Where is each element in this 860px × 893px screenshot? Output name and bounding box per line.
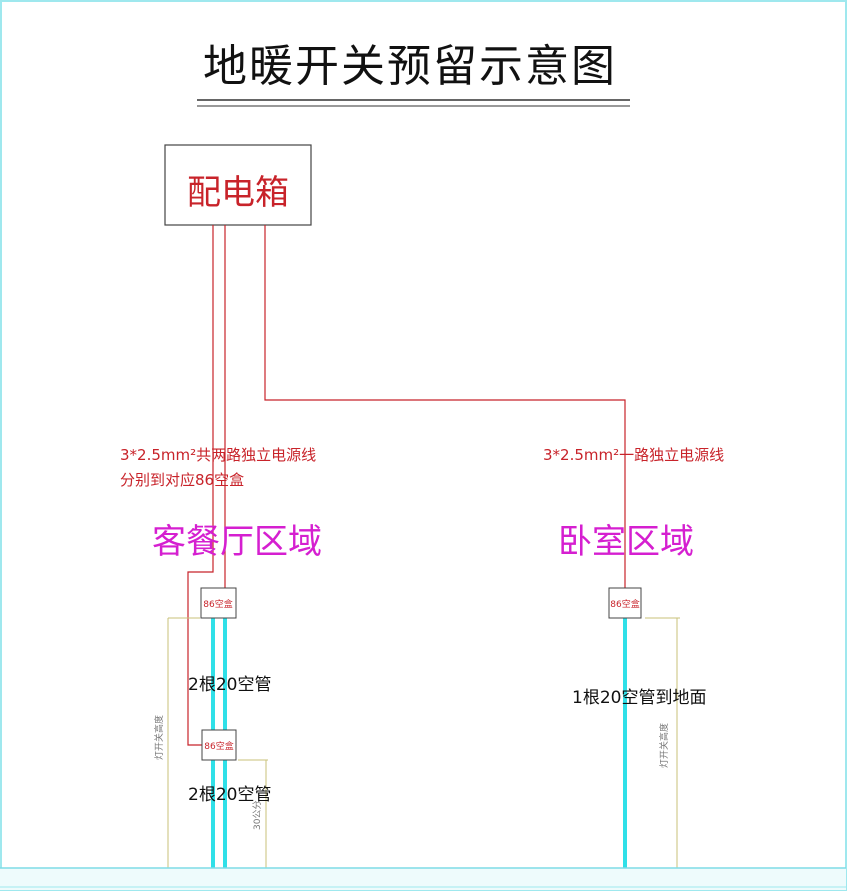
distribution-box — [164, 144, 312, 226]
box-living-lower — [201, 729, 237, 761]
conduits — [211, 618, 627, 868]
box-living-upper — [200, 587, 237, 619]
box-bedroom — [608, 587, 642, 619]
living-pipe-upper-label: 2根20空管 — [188, 675, 272, 695]
box-living-upper-label: 86空盒 — [203, 600, 233, 610]
living-height-dimension: 灯开关高度 — [155, 714, 165, 760]
bedroom-height-dimension: 灯开关高度 — [660, 722, 670, 768]
living-30cm-dimension: 30公分 — [253, 800, 263, 830]
living-wire-note-1: 3*2.5mm²共两路独立电源线 — [120, 446, 317, 464]
bedroom-wire-note: 3*2.5mm²一路独立电源线 — [543, 446, 725, 464]
floor — [0, 868, 846, 890]
bedroom-pipe-label: 1根20空管到地面 — [572, 688, 707, 708]
bedroom-zone-label: 卧室区域 — [558, 522, 694, 562]
page-title: 地暖开关预留示意图 — [203, 41, 617, 92]
living-zone-label: 客餐厅区域 — [152, 522, 322, 562]
living-pipe-lower-label: 2根20空管 — [188, 785, 272, 805]
box-living-lower-label: 86空盒 — [204, 742, 234, 752]
distribution-box-label: 配电箱 — [187, 173, 289, 213]
wire-living-lower — [187, 225, 214, 746]
dimension-lines — [167, 617, 680, 868]
box-bedroom-label: 86空盒 — [610, 600, 640, 610]
wire-bedroom — [264, 225, 626, 588]
living-wire-note-2: 分别到对应86空盒 — [120, 471, 245, 489]
power-wires — [187, 225, 626, 746]
